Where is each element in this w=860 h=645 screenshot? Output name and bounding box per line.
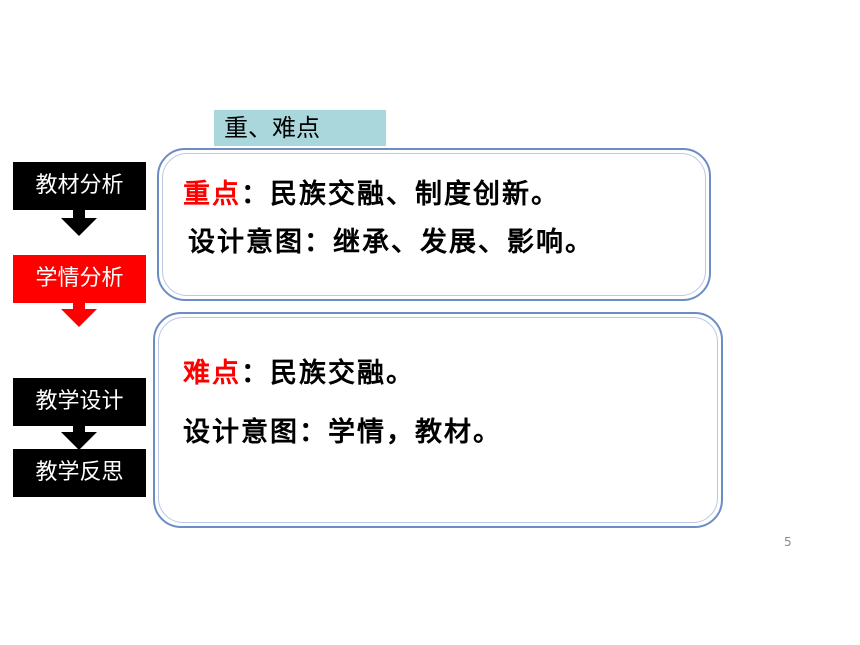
difficult-point-card: 难点：民族交融。 设计意图：学情，教材。 <box>153 312 723 528</box>
key-point-colon: ： <box>241 179 270 210</box>
key-point-content: 民族交融、制度创新。 <box>270 179 560 210</box>
difficult-point-line: 难点：民族交融。 <box>183 351 415 390</box>
section-title-tag: 重、难点 <box>214 110 386 146</box>
key-point-line: 重点：民族交融、制度创新。 <box>183 172 560 211</box>
nav-item-teaching-reflection[interactable]: 教学反思 <box>13 449 146 497</box>
page-number: 5 <box>784 535 792 549</box>
difficult-point-design-intent: 设计意图：学情，教材。 <box>183 417 502 448</box>
key-point-design-intent: 设计意图：继承、发展、影响。 <box>188 227 594 258</box>
difficult-point-label: 难点 <box>183 358 241 389</box>
difficult-point-colon: ： <box>241 358 270 389</box>
key-point-card: 重点：民族交融、制度创新。 设计意图：继承、发展、影响。 <box>157 148 711 301</box>
difficult-point-content: 民族交融。 <box>270 358 415 389</box>
nav-item-student-analysis[interactable]: 学情分析 <box>13 255 146 303</box>
key-point-label: 重点 <box>183 179 241 210</box>
nav-item-textbook-analysis[interactable]: 教材分析 <box>13 162 146 210</box>
nav-item-teaching-design[interactable]: 教学设计 <box>13 378 146 426</box>
